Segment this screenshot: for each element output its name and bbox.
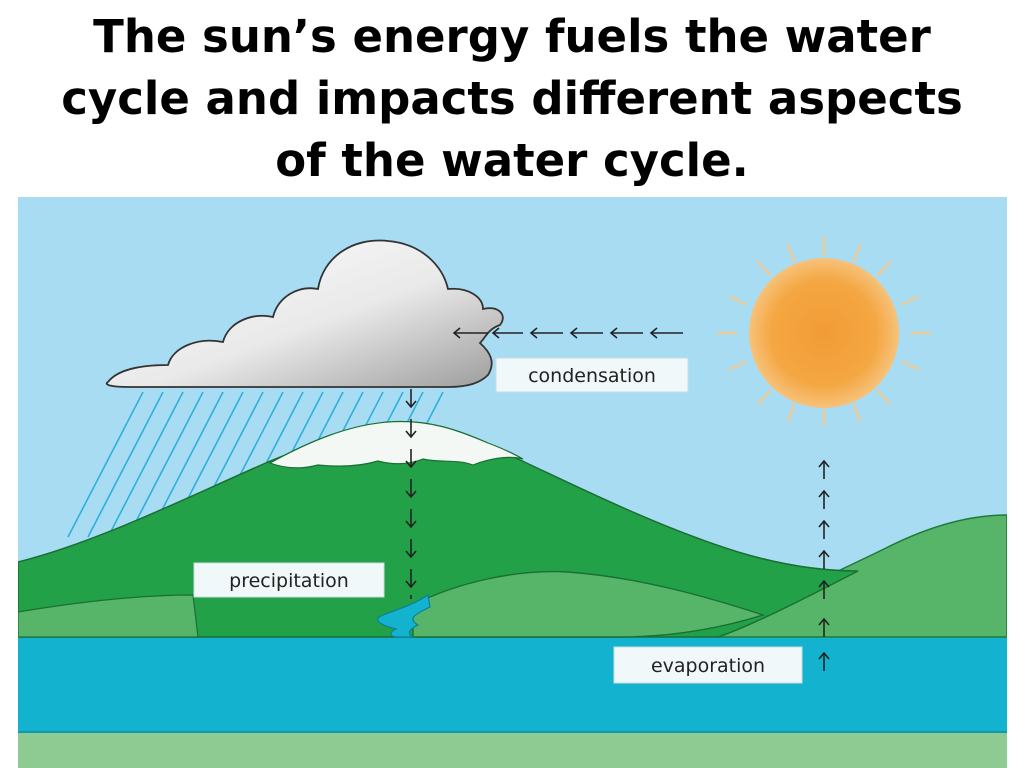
evaporation-label-text: evaporation bbox=[651, 655, 765, 677]
water-cycle-diagram: condensation precipitation evaporation bbox=[18, 197, 1007, 768]
evaporation-label: evaporation bbox=[613, 646, 803, 684]
condensation-label-text: condensation bbox=[528, 365, 656, 387]
ground-strip bbox=[18, 731, 1007, 768]
cloud-icon bbox=[105, 239, 504, 388]
title-line-1: The sun’s energy fuels the water bbox=[93, 10, 931, 63]
precipitation-arrows bbox=[405, 389, 417, 599]
ocean bbox=[18, 637, 1007, 733]
precipitation-label: precipitation bbox=[193, 562, 385, 598]
precipitation-label-text: precipitation bbox=[229, 570, 349, 592]
title-line-3: of the water cycle. bbox=[275, 134, 749, 187]
slide-title: The sun’s energy fuels the water cycle a… bbox=[40, 6, 984, 192]
condensation-arrows bbox=[452, 327, 683, 339]
condensation-label: condensation bbox=[495, 357, 689, 393]
evaporation-arrows bbox=[818, 459, 830, 671]
sun-icon bbox=[716, 235, 932, 427]
title-line-2: cycle and impacts different aspects bbox=[61, 72, 963, 125]
